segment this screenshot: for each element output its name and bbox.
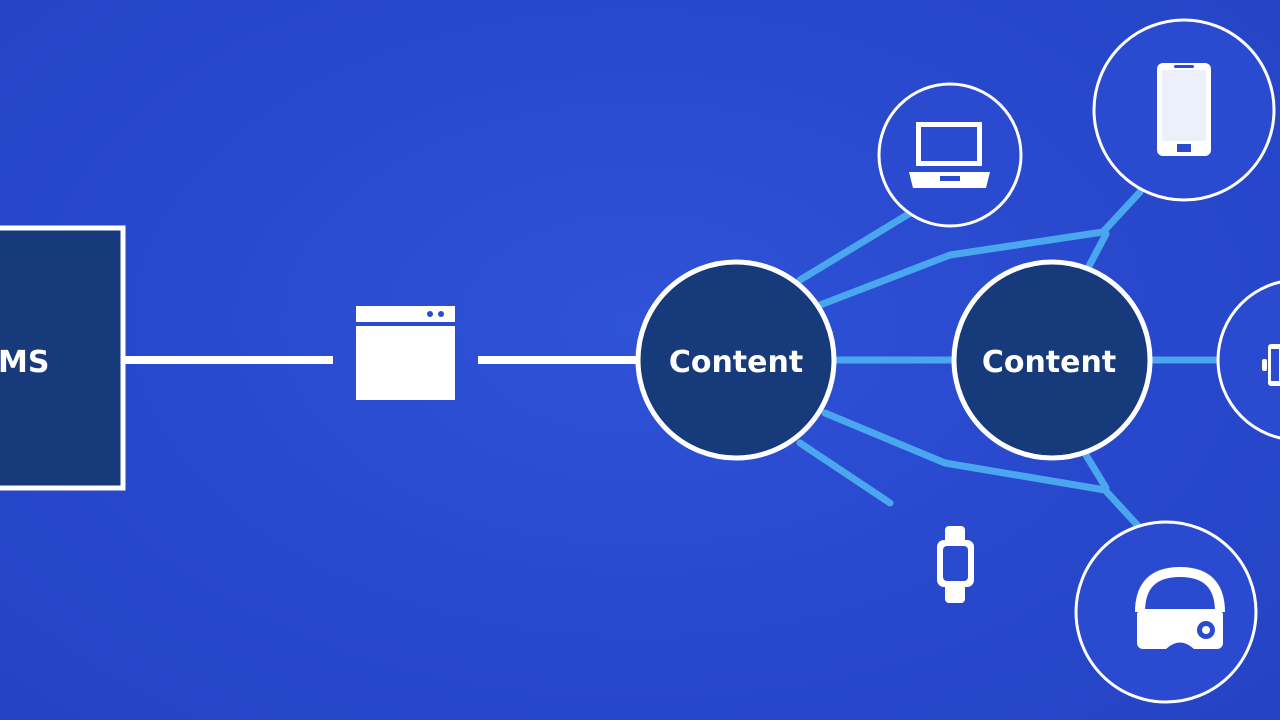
smartphone-icon	[1157, 63, 1211, 156]
content-node-primary-label: Content	[669, 345, 803, 380]
content-to-vr-line	[821, 409, 1144, 532]
content-node-secondary-label: Content	[982, 345, 1116, 380]
cms-label: MS	[0, 345, 49, 380]
content-node-primary: Content	[635, 259, 837, 461]
content-to-watch-line	[796, 439, 894, 507]
content-node-secondary: Content	[951, 259, 1153, 461]
smartwatch-icon	[937, 526, 974, 603]
vr-headset-device-node	[1074, 520, 1258, 704]
content2-branch-down-line	[1082, 451, 1110, 492]
vr-headset-icon	[1135, 566, 1225, 649]
content-to-laptop-line	[796, 208, 916, 284]
laptop-icon	[909, 122, 990, 188]
content-to-phone-line	[816, 188, 1144, 309]
smartphone-device-node	[1092, 18, 1276, 202]
browser-window-icon	[356, 306, 455, 400]
tablet-device-node	[1216, 280, 1280, 440]
tablet-icon	[1262, 344, 1280, 386]
laptop-device-node	[877, 82, 1023, 228]
cms-box: MS	[0, 225, 126, 491]
blue-connectors	[796, 188, 1226, 532]
content2-branch-up-line	[1084, 230, 1110, 272]
